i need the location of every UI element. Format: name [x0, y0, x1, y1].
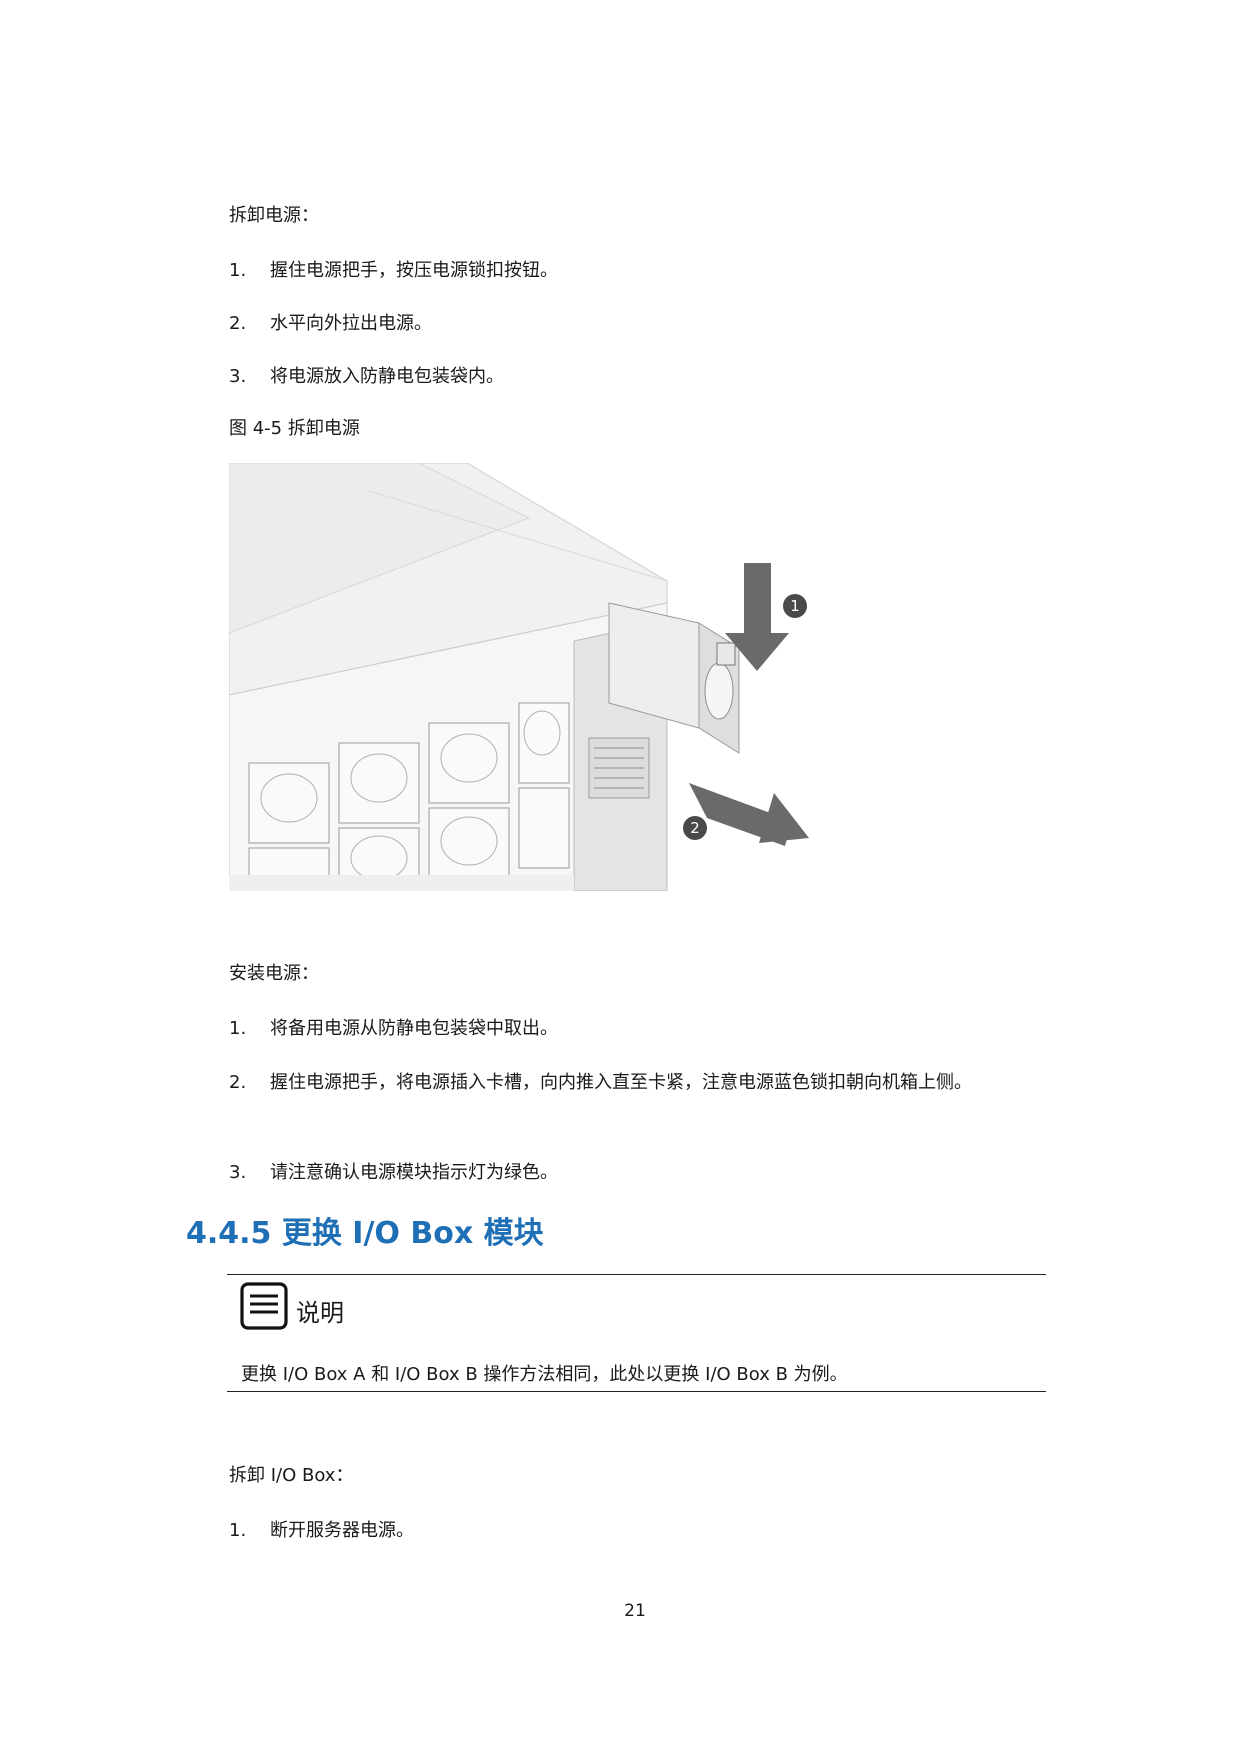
figure-caption: 图 4-5 拆卸电源	[229, 418, 360, 439]
list-number: 1.	[229, 1018, 247, 1039]
list-text: 水平向外拉出电源。	[270, 313, 432, 334]
down-arrow-icon	[725, 563, 789, 671]
server-illustration	[228, 462, 809, 892]
pull-arrow-icon	[759, 793, 809, 843]
callout-2-label: 2	[690, 819, 700, 837]
note-label: 说明	[296, 1299, 344, 1327]
note-text: 更换 I/O Box A 和 I/O Box B 操作方法相同，此处以更换 I/…	[241, 1364, 848, 1385]
list-number: 1.	[229, 1520, 247, 1541]
page-number: 21	[624, 1601, 646, 1621]
list-number: 1.	[229, 260, 247, 281]
remove-psu-intro: 拆卸电源：	[229, 205, 319, 226]
note-bottom-rule	[227, 1391, 1046, 1392]
install-psu-intro: 安装电源：	[229, 963, 319, 984]
list-text: 请注意确认电源模块指示灯为绿色。	[270, 1162, 558, 1183]
list-number: 2.	[229, 1072, 247, 1093]
callout-2-badge	[683, 816, 707, 840]
list-text: 握住电源把手，将电源插入卡槽，向内推入直至卡紧，注意电源蓝色锁扣朝向机箱上侧。	[270, 1072, 972, 1093]
note-top-rule	[227, 1274, 1046, 1275]
callout-1-badge	[783, 594, 807, 618]
list-number: 3.	[229, 366, 247, 387]
list-text: 断开服务器电源。	[270, 1520, 414, 1541]
list-text: 握住电源把手，按压电源锁扣按钮。	[270, 260, 558, 281]
list-text: 将备用电源从防静电包装袋中取出。	[270, 1018, 558, 1039]
note-icon	[240, 1282, 288, 1335]
remove-iobox-intro: 拆卸 I/O Box：	[229, 1465, 354, 1486]
callout-1-label: 1	[790, 597, 800, 615]
list-number: 2.	[229, 313, 247, 334]
section-heading: 4.4.5 更换 I/O Box 模块	[186, 1216, 544, 1251]
list-text: 将电源放入防静电包装袋内。	[270, 366, 504, 387]
psu-removal-figure: 1 2	[228, 462, 809, 892]
list-number: 3.	[229, 1162, 247, 1183]
